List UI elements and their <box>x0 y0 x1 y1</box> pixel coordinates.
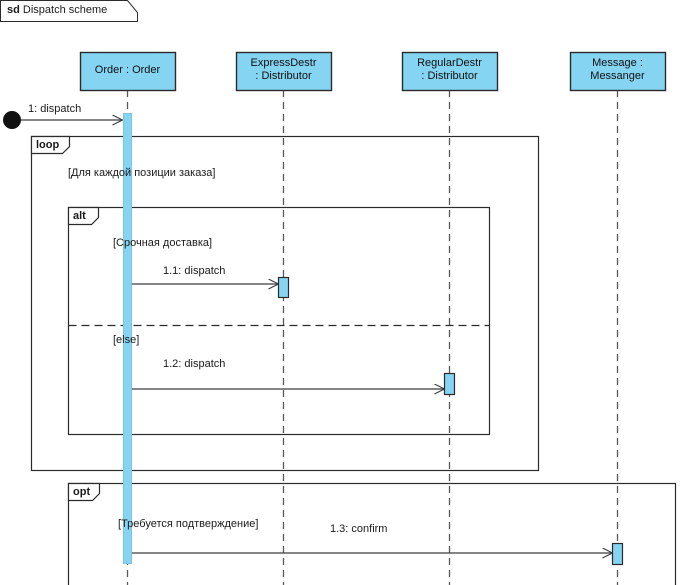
activation-bars <box>123 113 624 566</box>
fragment-operator-loop[interactable]: loop <box>36 139 60 151</box>
message-arrows <box>21 120 612 553</box>
guard-opt: [Требуется подтверждение] <box>118 518 259 530</box>
fragment-frame-loop <box>30 135 540 472</box>
lifeline-label-regulardestr-line2: : Distributor <box>421 70 478 82</box>
fragment-operator-alt[interactable]: alt <box>73 210 86 222</box>
fragment-frame-opt <box>67 482 677 585</box>
lifeline-label-regulardestr[interactable]: RegularDestr : Distributor <box>402 57 497 83</box>
lifeline-label-expressdestr-line2: : Distributor <box>255 70 312 82</box>
lifeline-box-regulardestr <box>401 51 499 92</box>
lifeline-label-message-line1: Message : <box>592 57 643 69</box>
lifeline-dashes <box>126 90 619 585</box>
lifeline-label-expressdestr[interactable]: ExpressDestr : Distributor <box>236 57 331 83</box>
guard-alt-else: [else] <box>113 334 140 346</box>
diagram-kind-keyword: sd <box>7 4 20 16</box>
diagram-title-tab <box>0 0 138 22</box>
activation-bar-regulardestr <box>443 372 456 396</box>
lifeline-label-regulardestr-line1: RegularDestr <box>417 57 482 69</box>
guard-loop: [Для каждой позиции заказа] <box>68 167 216 179</box>
guard-alt-first: [Срочная доставка] <box>113 237 213 249</box>
lifeline-box-order <box>79 51 177 92</box>
fragment-frame-alt <box>67 206 491 436</box>
message-label-1-2[interactable]: 1.2: dispatch <box>163 358 226 370</box>
message-label-1-1[interactable]: 1.1: dispatch <box>163 265 226 277</box>
lifeline-label-order-line1: Order : Order <box>94 64 161 76</box>
message-label-1[interactable]: 1: dispatch <box>28 103 82 115</box>
lifeline-label-expressdestr-line1: ExpressDestr <box>250 57 317 69</box>
lifeline-head-boxes <box>79 51 667 92</box>
lifeline-box-message <box>569 51 667 92</box>
lifeline-label-order[interactable]: Order : Order <box>80 64 175 77</box>
lifeline-label-message[interactable]: Message : Messanger <box>570 57 665 83</box>
activation-bar-expressdestr <box>277 276 290 299</box>
found-message-start-node <box>3 111 21 129</box>
fragment-operator-opt[interactable]: opt <box>73 486 91 498</box>
lifeline-box-expressdestr <box>235 51 333 92</box>
diagram-title-text: Dispatch scheme <box>22 4 108 16</box>
activation-bar-order <box>123 113 132 564</box>
diagram-title: sd Dispatch scheme <box>7 4 107 17</box>
lifeline-label-message-line2: Messanger <box>590 70 645 82</box>
activation-bar-message <box>611 542 624 566</box>
message-label-1-3[interactable]: 1.3: confirm <box>330 523 388 535</box>
